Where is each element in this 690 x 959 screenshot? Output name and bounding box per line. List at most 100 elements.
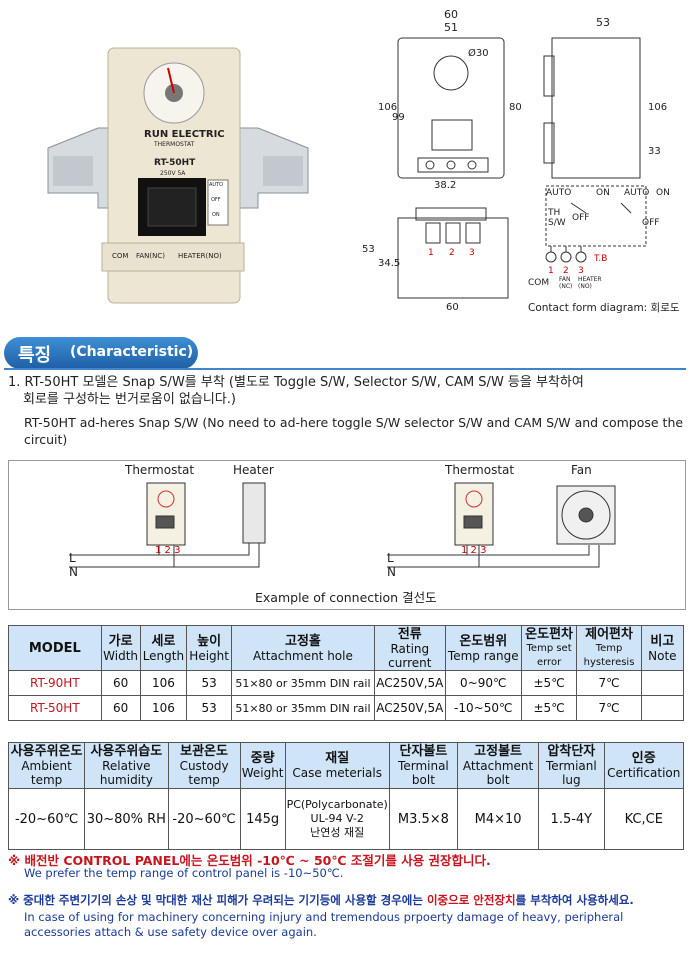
- spec-cell-temp-range: 0~90℃: [444, 670, 522, 696]
- conn-thermostat-label-2: Thermostat: [445, 463, 515, 477]
- conn-terminals: 1 2 3: [155, 545, 181, 556]
- dim-front-terminal: 38.2: [434, 180, 457, 191]
- dim-side-33: 33: [648, 146, 661, 157]
- contact-on-2: ON: [656, 188, 670, 198]
- connection-example-box: Thermostat Heater Thermostat Fan L N L N…: [8, 460, 686, 610]
- photo-rating: 250V 5A: [160, 170, 186, 177]
- spec-cell-set-error: ±5℃: [520, 695, 578, 721]
- photo-brand: RUN ELECTRIC: [144, 129, 225, 140]
- bottom-terminal-1: 1: [428, 248, 434, 258]
- characteristic-title-en: (Characteristic): [70, 344, 194, 360]
- dim-side-depth: 53: [596, 16, 610, 29]
- contact-auto-2: AUTO: [624, 188, 650, 198]
- spec-cell-height: 53: [186, 670, 233, 696]
- contact-on-1: ON: [596, 188, 610, 198]
- contact-th-sw: TH S/W: [548, 208, 566, 228]
- conn-heater-label: Heater: [233, 463, 274, 477]
- spec-cell-note: [640, 670, 685, 696]
- spec-row-rt90ht: RT-90HT 60 106 53 51×80 or 35mm DIN rail…: [8, 670, 685, 696]
- env-cell-terminal-bolt: M3.5×8: [388, 788, 458, 850]
- product-photo: RUN ELECTRIC THERMOSTAT RT-50HT 250V 5A …: [8, 8, 348, 313]
- env-cell-material: PC(Polycarbonate) UL-94 V-2 난연성 재질: [284, 788, 390, 850]
- spec-cell-height: 53: [186, 695, 233, 721]
- photo-model: RT-50HT: [154, 158, 196, 168]
- spec-cell-current: AC250V,5A: [373, 695, 446, 721]
- photo-subtitle: THERMOSTAT: [154, 141, 195, 148]
- env-cell-custody: -20~60℃: [167, 788, 241, 850]
- contact-off: OFF: [572, 213, 590, 223]
- characteristic-item1-en: RT-50HT ad-heres Snap S/W (No need to ad…: [24, 415, 684, 447]
- env-cell-lug: 1.5-4Y: [538, 788, 605, 850]
- spec-header-model: MODEL: [8, 625, 102, 671]
- dim-front-height: 106: [378, 102, 398, 113]
- conn-L-2: L: [387, 551, 394, 565]
- conn-N-2: N: [387, 565, 396, 579]
- note-safety-en: In case of using for machinery concernin…: [24, 910, 624, 939]
- env-cell-humidity: 30~80% RH: [84, 788, 169, 850]
- dim-side-height: 106: [648, 102, 668, 113]
- switch-label-on: ON: [212, 212, 220, 218]
- contact-off-2: OFF: [642, 218, 660, 228]
- dim-bottom-345: 34.5: [378, 258, 401, 269]
- dim-bottom-width: 60: [446, 302, 459, 313]
- dim-front-hole-width: 51: [444, 21, 458, 34]
- note-safety-part-a: ※ 중대한 주변기기의 손상 및 막대한 재산 피해가 우려되는 기기등에 사용…: [8, 893, 427, 907]
- env-cell-weight: 145g: [239, 788, 286, 850]
- item1-ko-line1: 1. RT-50HT 모델은 Snap S/W를 부착 (별도로 Toggle …: [8, 375, 584, 390]
- contact-tb: T.B: [594, 254, 608, 264]
- characteristic-item1-ko: 1. RT-50HT 모델은 Snap S/W를 부착 (별도로 Toggle …: [8, 374, 678, 408]
- conn-thermostat-label: Thermostat: [125, 463, 195, 477]
- spec-cell-hysteresis: 7℃: [576, 670, 642, 696]
- dim-dial-dia: Ø30: [468, 48, 489, 59]
- spec-row-rt50ht: RT-50HT 60 106 53 51×80 or 35mm DIN rail…: [8, 695, 685, 721]
- dim-front-width: 60: [444, 8, 458, 21]
- contact-caption: Contact form diagram: 회로도: [528, 302, 680, 314]
- contact-com: COM: [528, 278, 550, 288]
- bottom-terminal-2: 2: [449, 248, 455, 258]
- technical-drawings: 60 51 Ø30 106 99 80 38.2 53 106 33 53 34…: [356, 8, 686, 318]
- bottom-terminal-3: 3: [469, 248, 475, 258]
- dim-front-hole-height: 80: [509, 102, 522, 113]
- contact-heater: HEATER (NO): [578, 276, 602, 290]
- spec-cell-width: 60: [100, 695, 141, 721]
- spec-cell-width: 60: [100, 670, 141, 696]
- characteristic-divider: [4, 368, 686, 370]
- characteristic-badge: 특징 (Characteristic): [4, 337, 198, 369]
- note-control-panel: ※ 배전반 CONTROL PANEL에는 온도범위 -10℃ ~ 50℃ 조절…: [8, 853, 491, 868]
- spec-cell-model: RT-50HT: [8, 695, 102, 721]
- photo-terminal-com: COM: [112, 252, 129, 260]
- env-cell-ambient: -20~60℃: [7, 788, 86, 850]
- conn-L: L: [69, 551, 76, 565]
- note-safety-part-b: 를 부착하여 사용하세요.: [515, 893, 634, 907]
- spec-cell-hysteresis: 7℃: [576, 695, 642, 721]
- contact-fan: FAN (NC): [559, 276, 573, 290]
- photo-terminal-fan: FAN(NC): [136, 252, 165, 260]
- conn-caption: Example of connection 결선도: [255, 590, 437, 605]
- note-safety: ※ 중대한 주변기기의 손상 및 막대한 재산 피해가 우려되는 기기등에 사용…: [8, 892, 684, 908]
- dim-front-height2: 99: [392, 112, 405, 123]
- contact-term-3: 3: [578, 266, 584, 276]
- spec-cell-set-error: ±5℃: [520, 670, 578, 696]
- conn-terminals-2: 1 2 3: [461, 545, 487, 556]
- spec-cell-temp-range: -10~50℃: [444, 695, 522, 721]
- dim-bottom-height: 53: [362, 244, 375, 255]
- env-value-row: -20~60℃ 30~80% RH -20~60℃ 145g PC(Polyca…: [7, 788, 685, 850]
- spec-cell-note: [640, 695, 685, 721]
